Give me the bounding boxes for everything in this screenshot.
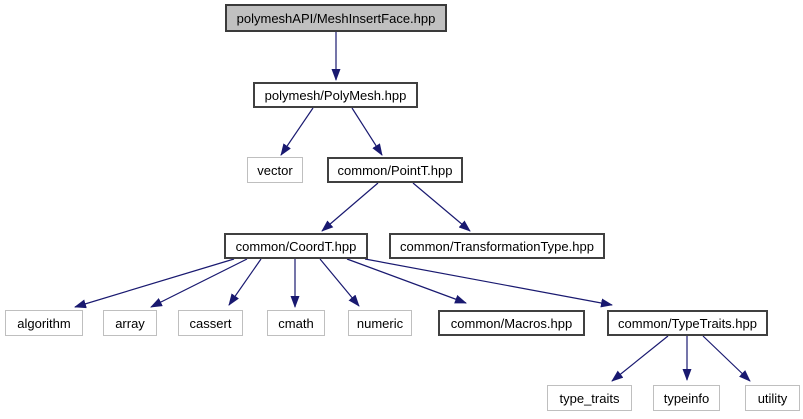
node-type-traits-hpp[interactable]: common/TypeTraits.hpp (607, 310, 768, 336)
node-coord-t[interactable]: common/CoordT.hpp (224, 233, 368, 259)
node-macros[interactable]: common/Macros.hpp (438, 310, 585, 336)
node-algorithm: algorithm (5, 310, 83, 336)
node-label: common/PointT.hpp (337, 162, 453, 178)
node-label: polymeshAPI/MeshInsertFace.hpp (236, 10, 436, 26)
node-label: cmath (278, 315, 314, 331)
node-label: algorithm (17, 315, 71, 331)
edge-pointt-to-coordt (321, 182, 379, 232)
node-vector: vector (247, 157, 303, 183)
node-cassert: cassert (178, 310, 243, 336)
node-label: typeinfo (663, 390, 710, 406)
node-utility: utility (745, 385, 800, 411)
node-point-t[interactable]: common/PointT.hpp (327, 157, 463, 183)
edge-pointt-to-transformationtype (412, 182, 471, 232)
edge-typetraits-to-type-traits (611, 335, 669, 382)
edge-polymesh-to-pointt (351, 107, 383, 156)
node-label: vector (257, 162, 293, 178)
node-transformation-type[interactable]: common/TransformationType.hpp (389, 233, 605, 259)
node-label: numeric (356, 315, 404, 331)
edge-coordt-to-numeric (319, 258, 360, 307)
node-numeric: numeric (348, 310, 412, 336)
node-label: polymesh/PolyMesh.hpp (264, 87, 407, 103)
edge-coordt-to-algorithm (74, 258, 235, 309)
edge-polymesh-to-vector (280, 107, 314, 156)
node-cmath: cmath (267, 310, 325, 336)
edge-coordt-to-typetraits-hpp (364, 258, 613, 308)
edge-coordt-to-cassert (228, 258, 262, 306)
node-label: array (115, 315, 145, 331)
node-label: common/Macros.hpp (450, 315, 573, 331)
node-label: cassert (189, 315, 232, 331)
node-label: common/TypeTraits.hpp (618, 315, 757, 331)
node-label: common/TransformationType.hpp (400, 238, 594, 254)
node-mesh-insert-face: polymeshAPI/MeshInsertFace.hpp (225, 4, 447, 32)
node-poly-mesh[interactable]: polymesh/PolyMesh.hpp (253, 82, 418, 108)
edge-coordt-to-macros (346, 258, 467, 304)
node-array: array (103, 310, 157, 336)
node-typeinfo: typeinfo (653, 385, 720, 411)
node-type-traits: type_traits (547, 385, 632, 411)
edge-typetraits-to-utility (702, 335, 751, 382)
node-label: type_traits (559, 390, 620, 406)
node-label: common/CoordT.hpp (235, 238, 357, 254)
edge-coordt-to-array (150, 258, 248, 308)
node-label: utility (757, 390, 788, 406)
